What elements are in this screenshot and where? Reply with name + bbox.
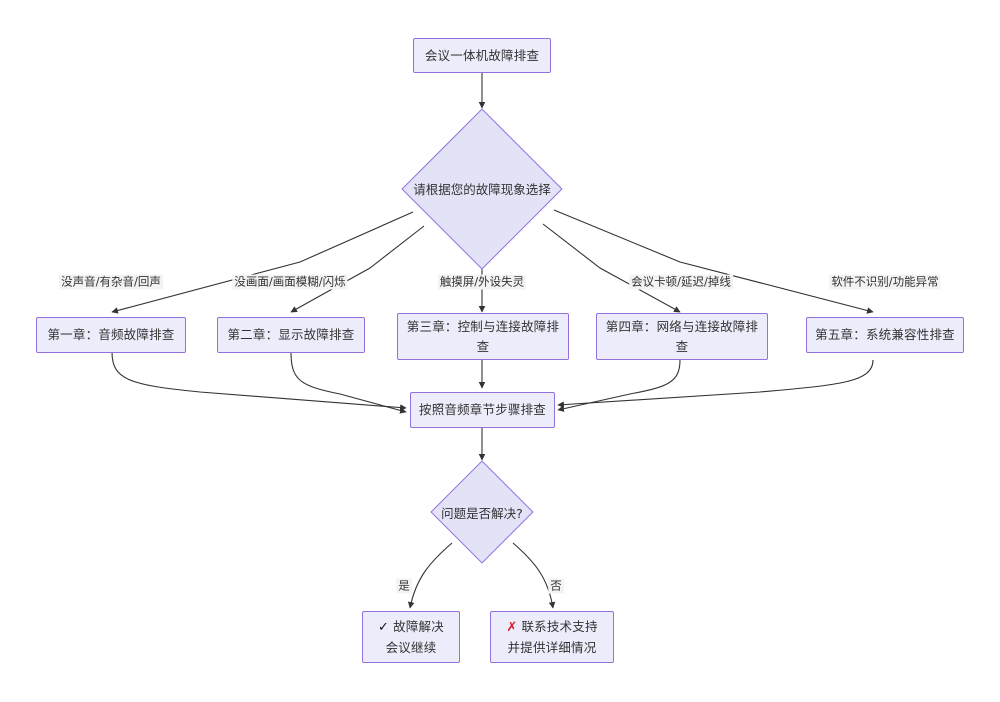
- node-merge-steps[interactable]: 按照音频章节步骤排查: [410, 392, 555, 428]
- node-chapter-4[interactable]: 第四章：网络与连接故障排 查: [596, 313, 768, 360]
- outcome-unresolved-line2: 并提供详细情况: [507, 639, 597, 655]
- edge-label-software: 软件不识别/功能异常: [829, 274, 941, 290]
- edge-label-audio: 没声音/有杂音/回声: [59, 274, 163, 290]
- node-chapter-2[interactable]: 第二章：显示故障排查: [217, 317, 365, 353]
- node-chapter-3[interactable]: 第三章：控制与连接故障排 查: [397, 313, 569, 360]
- node-chapter-5-label: 第五章：系统兼容性排查: [815, 327, 955, 343]
- node-start[interactable]: 会议一体机故障排查: [413, 38, 551, 73]
- node-decision-symptom[interactable]: 请根据您的故障现象选择: [400, 107, 564, 270]
- node-chapter-5[interactable]: 第五章：系统兼容性排查: [806, 317, 964, 353]
- outcome-resolved-line1: ✓故障解决: [378, 617, 444, 638]
- cross-icon: ✗: [506, 619, 518, 635]
- edge-label-touch: 触摸屏/外设失灵: [437, 274, 527, 290]
- edge-decision-to-chapter5: [553, 209, 874, 314]
- edge-chapter2-to-merge: [290, 351, 407, 414]
- check-icon: ✓: [378, 619, 390, 635]
- outcome-resolved-text1: 故障解决: [393, 618, 444, 634]
- node-start-label: 会议一体机故障排查: [424, 47, 540, 63]
- edge-label-display: 没画面/画面模糊/闪烁: [232, 274, 348, 290]
- node-chapter-4-label: 第四章：网络与连接故障排 查: [605, 319, 759, 354]
- edge-chapter1-to-merge: [111, 351, 407, 411]
- node-merge-steps-label: 按照音频章节步骤排查: [419, 402, 547, 418]
- outcome-unresolved-line1: ✗联系技术支持: [506, 617, 597, 638]
- edge-chapter5-to-merge: [557, 359, 874, 408]
- node-chapter-1[interactable]: 第一章：音频故障排查: [36, 317, 186, 353]
- edge-chapter4-to-merge: [557, 359, 681, 412]
- node-outcome-resolved[interactable]: ✓故障解决 会议继续: [362, 611, 460, 663]
- outcome-unresolved-text1: 联系技术支持: [521, 618, 598, 634]
- node-chapter-3-label: 第三章：控制与连接故障排 查: [406, 319, 560, 354]
- node-decision-resolved[interactable]: 问题是否解决?: [430, 460, 534, 564]
- edge-label-yes: 是: [396, 578, 412, 594]
- node-chapter-1-label: 第一章：音频故障排查: [47, 327, 175, 343]
- outcome-resolved-line2: 会议继续: [385, 639, 437, 655]
- node-decision-symptom-label: 请根据您的故障现象选择: [413, 182, 551, 197]
- edge-label-network: 会议卡顿/延迟/掉线: [629, 274, 733, 290]
- edge-decision-to-chapter1: [111, 211, 414, 314]
- node-chapter-2-label: 第二章：显示故障排查: [227, 327, 355, 343]
- node-outcome-unresolved[interactable]: ✗联系技术支持 并提供详细情况: [490, 611, 614, 663]
- edge-label-no: 否: [548, 578, 564, 594]
- node-decision-resolved-label: 问题是否解决?: [441, 505, 523, 521]
